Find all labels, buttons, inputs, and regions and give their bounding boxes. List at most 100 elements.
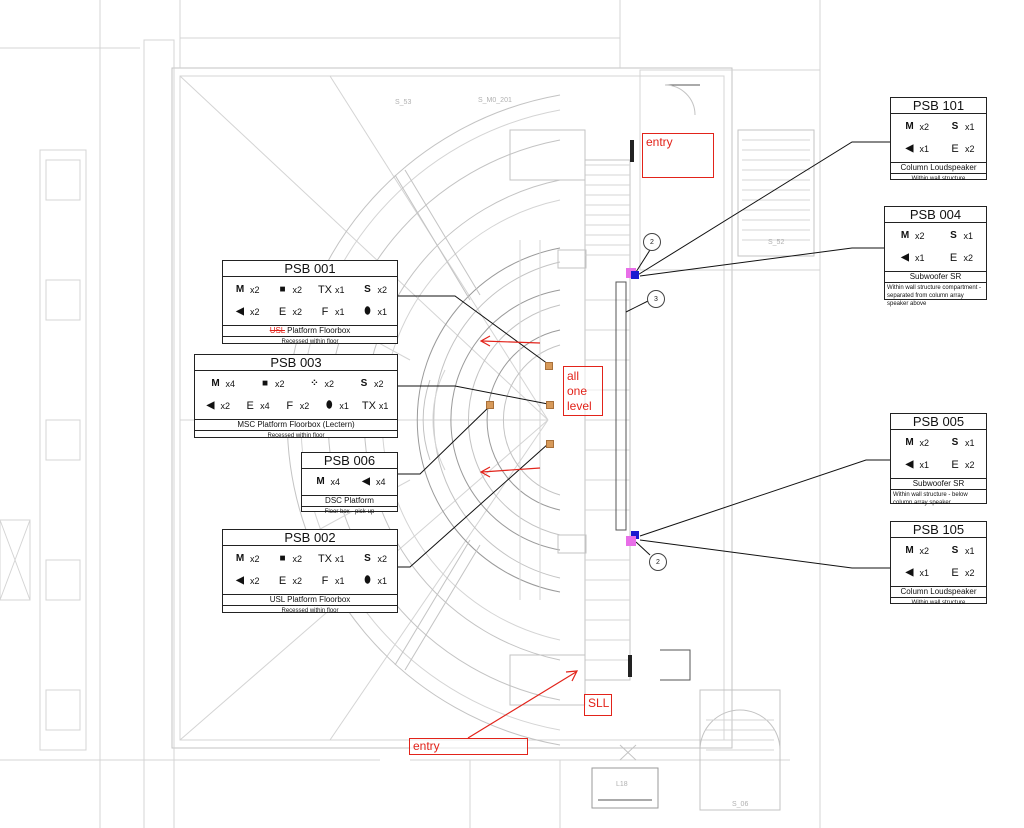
loudspeaker-icon: ◀ [905, 459, 914, 470]
panel-title: PSB 004 [885, 207, 986, 223]
subwoofer-marker-bottom[interactable] [626, 536, 636, 546]
item-quantity: x2 [377, 554, 387, 564]
panel-description: Subwoofer SR [891, 478, 986, 489]
room-label: S_52 [768, 239, 784, 246]
panel-description: USL Platform Floorbox [223, 594, 397, 605]
item-quantity: x1 [377, 307, 387, 317]
annotation-entry-bottom: entry [409, 738, 528, 755]
panel-note: Recessed within floor [223, 605, 397, 616]
microphone-icon: M [316, 476, 325, 487]
right-rooms [469, 69, 821, 828]
item-quantity: x2 [919, 438, 929, 448]
tag-marker: 2 [643, 233, 661, 251]
item-quantity: x2 [964, 460, 975, 470]
panel-title: PSB 001 [223, 261, 397, 277]
item-quantity: x4 [330, 477, 340, 487]
item-quantity: x1 [964, 546, 975, 556]
item-quantity: x1 [378, 401, 389, 411]
box-icon: ■ [261, 378, 268, 389]
annotation-all-one-level: all one level [563, 366, 603, 416]
panel-item: ⬮x1 [322, 399, 349, 413]
floorbox-marker-006[interactable] [486, 401, 494, 409]
microphone-icon: M [905, 121, 914, 132]
item-quantity: x4 [260, 401, 270, 411]
room-label: S_06 [732, 801, 748, 808]
capsule-icon: ⬮ [364, 575, 371, 586]
transmitter-icon: TX [361, 399, 376, 412]
item-quantity: x1 [334, 285, 345, 295]
item-quantity: x2 [274, 379, 285, 389]
floorbox-marker-002[interactable] [546, 440, 554, 448]
speaker-marker-bottom[interactable] [631, 531, 639, 539]
dots-icon: ⁘ [310, 378, 319, 389]
annotation-text: entry [413, 739, 440, 753]
microphone-icon: M [211, 378, 220, 389]
capsule-icon: ⬮ [364, 306, 371, 317]
loudspeaker-icon: ◀ [362, 476, 370, 487]
panel-title: PSB 003 [195, 355, 397, 371]
subwoofer-icon: S [951, 121, 959, 132]
floorbox-marker-001[interactable] [545, 362, 553, 370]
room-label: S_53 [395, 99, 411, 106]
item-quantity: x2 [220, 401, 231, 411]
speaker-marker-top[interactable] [631, 271, 639, 279]
panel-title: PSB 101 [891, 98, 986, 114]
annotation-sll: SLL [584, 694, 612, 716]
transmitter-icon: TX [317, 552, 333, 565]
subwoofer-icon: S [364, 284, 371, 295]
item-quantity: x2 [249, 307, 260, 317]
panel-item: ◀x1 [902, 566, 929, 580]
item-quantity: x1 [334, 307, 345, 317]
panel-note: Recessed within floor [195, 430, 397, 441]
floorbox-marker-003[interactable] [546, 401, 554, 409]
item-quantity: x1 [334, 576, 345, 586]
ethernet-icon: E [246, 399, 254, 412]
tag-marker: 2 [649, 553, 667, 571]
panel-description: MSC Platform Floorbox (Lectern) [195, 419, 397, 430]
panel-item: ◀x1 [898, 251, 924, 265]
item-quantity: x1 [919, 460, 929, 470]
panel-note: Within wall structure compartment - sepa… [885, 282, 986, 309]
item-quantity: x1 [964, 438, 975, 448]
fibre-icon: F [286, 399, 294, 412]
loudspeaker-icon: ◀ [901, 252, 909, 263]
microphone-icon: M [905, 437, 914, 448]
loudspeaker-icon: ◀ [236, 306, 244, 317]
item-quantity: x2 [964, 144, 975, 154]
item-quantity: x4 [375, 477, 386, 487]
desc-text: Platform Floorbox [284, 326, 351, 335]
loudspeaker-icon: ◀ [905, 143, 914, 154]
panel-item: ⬮x1 [360, 574, 387, 588]
annotation-arrows [467, 335, 579, 739]
item-quantity: x2 [963, 253, 973, 263]
